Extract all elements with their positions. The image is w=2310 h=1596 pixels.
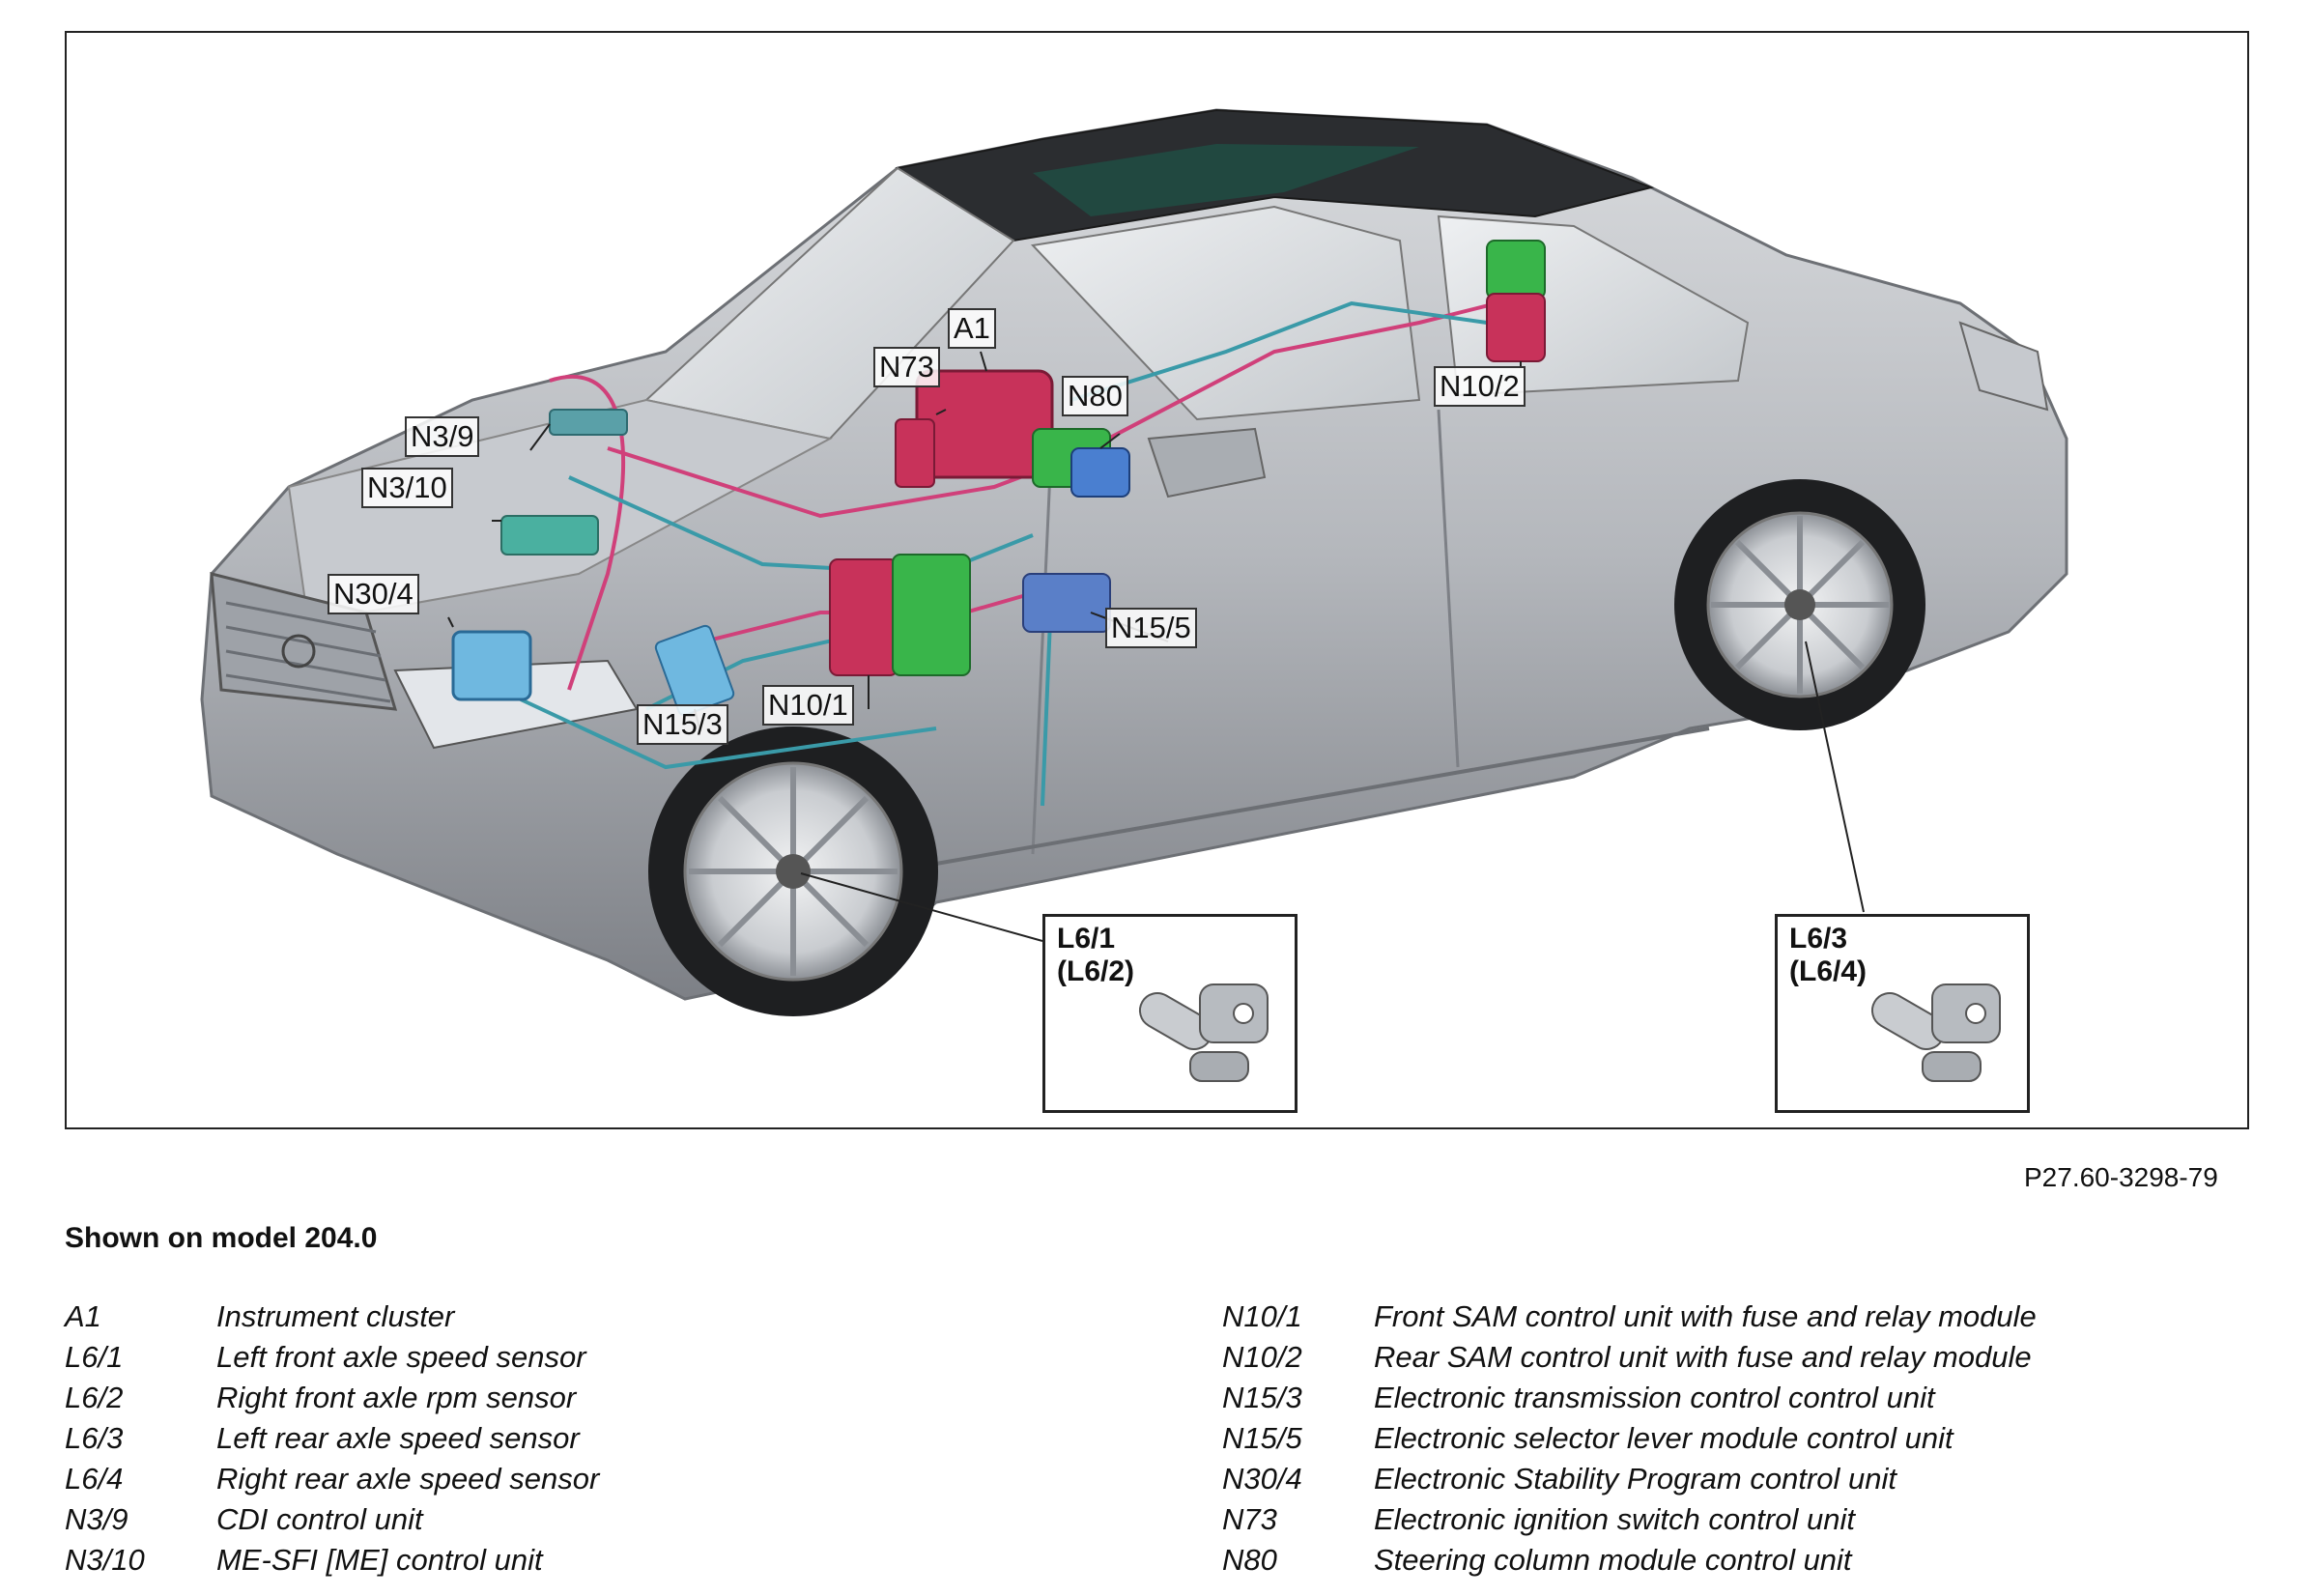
legend-row: N15/3 Electronic transmission control con… [1222, 1381, 2285, 1421]
legend-code: A1 [65, 1299, 101, 1333]
legend-code: L6/2 [65, 1381, 124, 1414]
legend-desc: ME-SFI [ME] control unit [216, 1543, 543, 1577]
legend-row: L6/4 Right rear axle speed sensor [65, 1462, 1127, 1502]
legend-desc: Electronic transmission control control … [1374, 1381, 1935, 1414]
callout-n3-10: N3/10 [361, 468, 453, 508]
legend-code: L6/4 [65, 1462, 124, 1496]
side-mirror [1147, 427, 1267, 499]
speed-sensor-icon [1870, 983, 2001, 1082]
sunroof-glass [1033, 144, 1419, 216]
legend-desc: Left rear axle speed sensor [216, 1421, 580, 1455]
inset-rear-label-1: L6/3 [1789, 923, 1848, 955]
figure-reference: P27.60-3298-79 [2024, 1162, 2218, 1192]
legend-left: A1 Instrument cluster L6/1 Left front axle… [65, 1299, 1127, 1583]
legend-code: L6/1 [65, 1340, 124, 1374]
inset-front-label-2: (L6/2) [1057, 955, 1135, 987]
callout-n10-2: N10/2 [1434, 366, 1526, 407]
sill-line [935, 727, 1710, 866]
tail-light [1958, 321, 2049, 412]
speed-sensor-icon [1138, 983, 1269, 1082]
grille-slats [225, 601, 391, 703]
model-caption: Shown on model 204.0 [65, 1222, 378, 1254]
legend-row: N30/4 Electronic Stability Program contro… [1222, 1462, 2285, 1502]
legend-row: N10/2 Rear SAM control unit with fuse and… [1222, 1340, 2285, 1381]
front-side-window [1030, 205, 1421, 421]
module-n10-2 [1486, 240, 1546, 362]
legend-desc: Left front axle speed sensor [216, 1340, 586, 1374]
legend-row: A1 Instrument cluster [65, 1299, 1127, 1340]
module-n30-4 [451, 630, 532, 701]
legend-code: N3/10 [65, 1543, 145, 1577]
legend-desc: Electronic Stability Program control uni… [1374, 1462, 1897, 1496]
module-n10-1 [829, 554, 971, 676]
legend-row: N80 Steering column module control unit [1222, 1543, 2285, 1583]
callout-n15-5: N15/5 [1105, 608, 1197, 648]
rear-wheel [1674, 479, 1925, 730]
front-wheel [648, 727, 938, 1016]
legend-row: N3/9 CDI control unit [65, 1502, 1127, 1543]
legend-code: N10/1 [1222, 1299, 1302, 1333]
inset-front-speed-sensor: L6/1 (L6/2) [1042, 914, 1298, 1113]
legend-row: L6/3 Left rear axle speed sensor [65, 1421, 1127, 1462]
callout-n10-1: N10/1 [762, 685, 854, 726]
legend-code: N80 [1222, 1543, 1277, 1577]
legend-desc: Rear SAM control unit with fuse and rela… [1374, 1340, 2032, 1374]
callout-n30-4: N30/4 [328, 574, 419, 614]
module-n80 [1032, 428, 1130, 498]
legend-desc: CDI control unit [216, 1502, 423, 1536]
module-n3-10 [500, 515, 599, 556]
module-n15-5 [1022, 573, 1111, 633]
legend-code: N30/4 [1222, 1462, 1302, 1496]
legend-row: L6/2 Right front axle rpm sensor [65, 1381, 1127, 1421]
car-illustration [200, 108, 2068, 1016]
legend-code: N10/2 [1222, 1340, 1302, 1374]
legend-code: L6/3 [65, 1421, 124, 1455]
legend-row: N3/10 ME-SFI [ME] control unit [65, 1543, 1127, 1583]
legend-desc: Electronic ignition switch control unit [1374, 1502, 1855, 1536]
callout-n15-3: N15/3 [637, 704, 728, 745]
legend-row: L6/1 Left front axle speed sensor [65, 1340, 1127, 1381]
legend-desc: Right front axle rpm sensor [216, 1381, 577, 1414]
legend-desc: Right rear axle speed sensor [216, 1462, 600, 1496]
legend-right: N10/1 Front SAM control unit with fuse an… [1222, 1299, 2285, 1583]
callout-a1: A1 [948, 308, 996, 349]
legend-code: N73 [1222, 1502, 1277, 1536]
inset-front-label-1: L6/1 [1057, 923, 1116, 955]
legend-desc: Electronic selector lever module control… [1374, 1421, 1954, 1455]
legend-desc: Instrument cluster [216, 1299, 455, 1333]
diagram-frame: A1 N73 N80 N3/9 N3/10 N30/4 N15/3 N10/1 … [65, 31, 2249, 1129]
door-line-rear [1437, 409, 1460, 768]
legend-row: N73 Electronic ignition switch control un… [1222, 1502, 2285, 1543]
callout-n73: N73 [873, 347, 940, 387]
legend-code: N15/3 [1222, 1381, 1302, 1414]
door-line-front [1031, 428, 1054, 855]
legend-desc: Front SAM control unit with fuse and rel… [1374, 1299, 2037, 1333]
leader-lines [447, 351, 1865, 942]
inset-rear-speed-sensor: L6/3 (L6/4) [1775, 914, 2030, 1113]
inset-rear-label-2: (L6/4) [1789, 955, 1868, 987]
legend-desc: Steering column module control unit [1374, 1543, 1852, 1577]
legend-code: N15/5 [1222, 1421, 1302, 1455]
legend-code: N3/9 [65, 1502, 128, 1536]
callout-n80: N80 [1062, 376, 1128, 416]
module-n3-9 [549, 409, 628, 436]
legend-row: N10/1 Front SAM control unit with fuse an… [1222, 1299, 2285, 1340]
legend-row: N15/5 Electronic selector lever module co… [1222, 1421, 2285, 1462]
star-emblem [281, 634, 316, 669]
module-n73 [895, 418, 935, 488]
callout-n3-9: N3/9 [405, 416, 480, 457]
